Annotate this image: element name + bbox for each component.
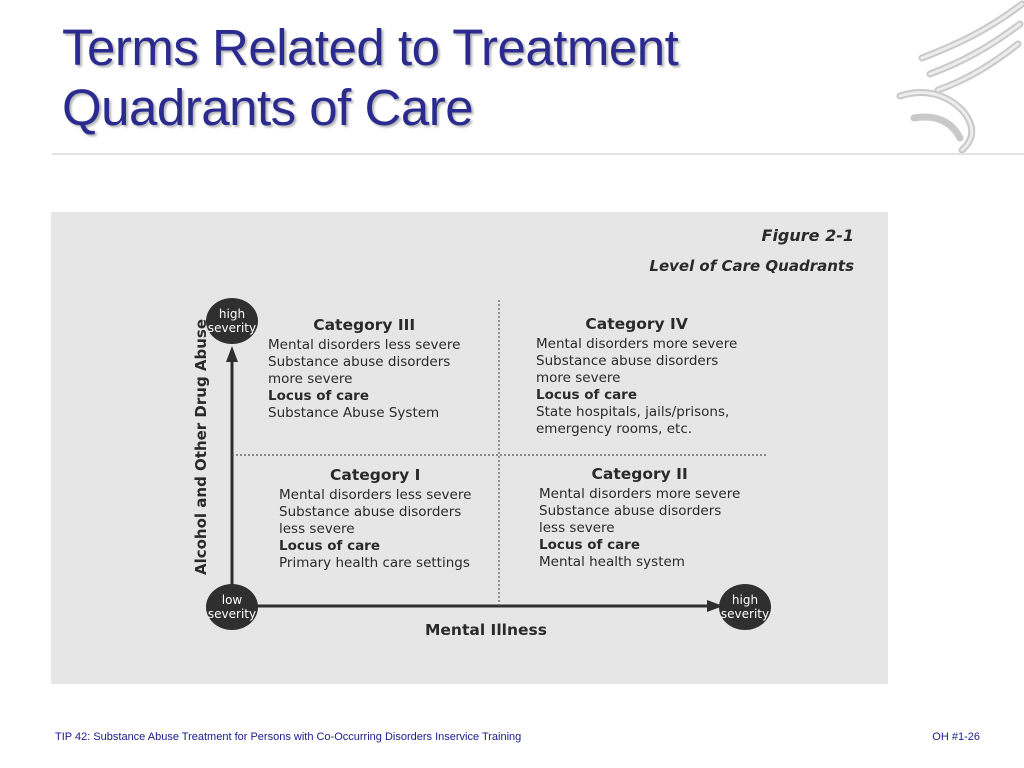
quadrant-line: Mental disorders less severe [279, 487, 472, 503]
quadrant-line: Mental disorders less severe [268, 337, 461, 353]
slide-title-line-1: Terms Related to Treatment [62, 19, 679, 76]
quadrant-category-2: Category II Mental disorders more severe… [539, 466, 740, 571]
quadrant-category-1: Category I Mental disorders less severe … [279, 467, 471, 572]
quadrant-category-4: Category IV Mental disorders more severe… [536, 316, 737, 438]
y-axis-label: Alcohol and Other Drug Abuse [192, 318, 210, 576]
quadrant-line: Substance abuse disorders [536, 353, 719, 369]
quadrant-line: more severe [268, 371, 353, 387]
locus-of-care-value: Mental health system [539, 554, 685, 570]
quadrant-line: Substance abuse disorders [268, 354, 451, 370]
locus-of-care-label: Locus of care [279, 538, 380, 554]
x-high-word-1: high [731, 593, 759, 607]
y-axis-arrowhead [226, 346, 238, 362]
locus-of-care-label: Locus of care [539, 537, 640, 553]
quadrant-heading: Category I [329, 466, 421, 484]
quadrant-line: Substance abuse disorders [539, 503, 722, 519]
origin-word-2: severity [207, 607, 257, 621]
hhs-eagle-logo-icon [896, 0, 1024, 154]
origin-badge: low severity [206, 584, 258, 630]
y-axis-high-badge: high severity [206, 298, 258, 344]
figure-number: Figure 2-1 [761, 226, 854, 245]
quadrant-heading: Category IV [585, 315, 688, 333]
quadrant-line: Substance abuse disorders [279, 504, 462, 520]
figure-title: Level of Care Quadrants [649, 257, 854, 275]
quadrant-line: Mental disorders more severe [536, 336, 738, 352]
footer-slide-number: OH #1-26 [932, 731, 980, 743]
locus-of-care-value: State hospitals, jails/prisons, [536, 404, 730, 420]
quadrant-heading: Category II [591, 465, 688, 483]
y-high-word-2: severity [207, 321, 257, 335]
origin-word-1: low [221, 593, 243, 607]
quadrant-line: less severe [539, 520, 615, 536]
locus-of-care-label: Locus of care [268, 388, 369, 404]
locus-of-care-value: Primary health care settings [279, 555, 470, 571]
locus-of-care-value: emergency rooms, etc. [536, 421, 693, 437]
figure-panel: Figure 2-1 Level of Care Quadrants high … [51, 212, 888, 684]
x-axis-arrowhead [707, 600, 723, 612]
x-axis-label: Mental Illness [425, 621, 547, 639]
y-high-word-1: high [218, 307, 246, 321]
x-axis-high-badge: high severity [719, 584, 771, 630]
quadrant-line: more severe [536, 370, 621, 386]
x-high-word-2: severity [720, 607, 770, 621]
quadrant-line: less severe [279, 521, 355, 537]
slide-title: Terms Related to Treatment Quadrants of … [62, 18, 679, 138]
quadrant-heading: Category III [313, 316, 416, 334]
locus-of-care-value: Substance Abuse System [268, 405, 440, 421]
quadrant-axes [226, 300, 767, 612]
quadrant-line: Mental disorders more severe [539, 486, 741, 502]
footer-source: TIP 42: Substance Abuse Treatment for Pe… [55, 731, 522, 743]
title-divider [52, 153, 1024, 155]
quadrant-category-3: Category III Mental disorders less sever… [268, 317, 460, 422]
locus-of-care-label: Locus of care [536, 387, 637, 403]
slide-title-line-2: Quadrants of Care [62, 79, 474, 136]
